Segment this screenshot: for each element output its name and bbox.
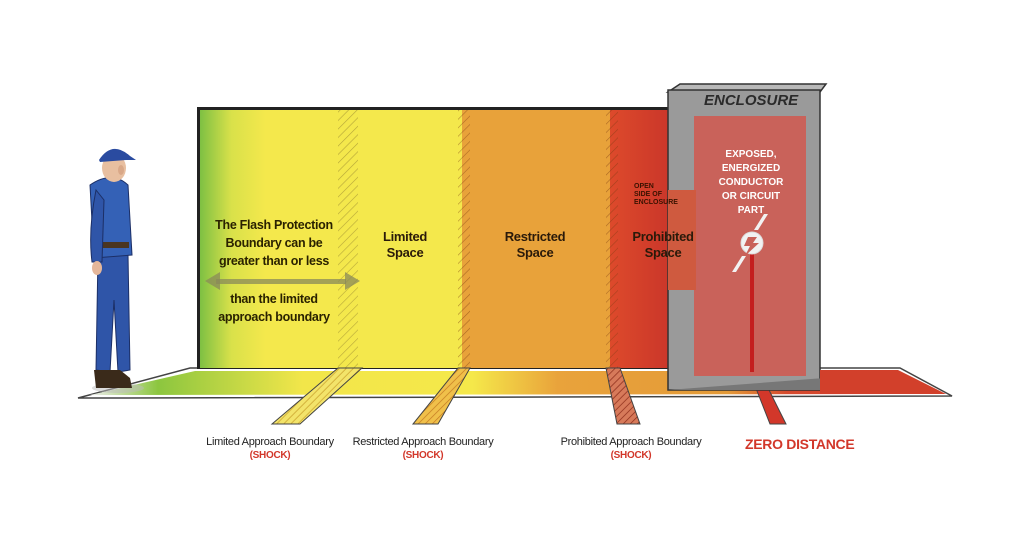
limited-space-label: Limited Space: [360, 229, 450, 261]
enclosure-title: ENCLOSURE: [704, 92, 799, 109]
prohibited-boundary-strip: [606, 110, 618, 368]
flash-text-5: approach boundary: [218, 310, 330, 324]
flash-boundary-note: The Flash Protection Boundary can be gre…: [205, 216, 343, 326]
limited-space-line2: Space: [386, 245, 424, 260]
restricted-boundary-strip: [458, 110, 470, 368]
prohibited-space-line2: Space: [644, 245, 682, 260]
prohibited-approach-boundary-label: Prohibited Approach Boundary (SHOCK): [558, 436, 704, 461]
flash-text-4: than the limited: [230, 292, 318, 306]
open-line2: SIDE OF: [634, 191, 663, 198]
double-arrow-icon: [205, 272, 360, 290]
worker-figure: [89, 148, 144, 393]
conductor-line3: CONDUCTOR: [718, 177, 784, 188]
open-line3: ENCLOSURE: [634, 199, 678, 206]
flash-text-1: The Flash Protection: [215, 218, 333, 232]
enclosure-open-gap: [668, 190, 696, 290]
limited-boundary-strip: [338, 110, 358, 368]
enclosure-base: [668, 378, 824, 390]
open-line1: OPEN: [634, 183, 654, 190]
conductor-line5: PART: [737, 205, 765, 216]
flash-text-3: greater than or less: [218, 254, 330, 268]
restricted-space-label: Restricted Space: [490, 229, 580, 261]
restricted-approach-boundary-label: Restricted Approach Boundary (SHOCK): [350, 436, 496, 461]
restricted-shock-text: (SHOCK): [402, 450, 444, 461]
conductor-line1: EXPOSED,: [725, 149, 777, 160]
prohibited-pointer: [605, 367, 641, 425]
limited-boundary-text: Limited Approach Boundary: [206, 436, 334, 448]
wall-red: [610, 110, 673, 368]
wall-green-yellow: [200, 110, 462, 368]
floor-red-right: [820, 370, 946, 394]
limited-space-line1: Limited: [382, 229, 428, 244]
prohibited-space-label: Prohibited Space: [620, 229, 706, 261]
prohibited-space-line1: Prohibited: [632, 229, 694, 244]
limited-pointer: [270, 367, 364, 425]
limited-shock-text: (SHOCK): [249, 450, 291, 461]
restricted-space-line1: Restricted: [504, 229, 566, 244]
prohibited-shock-text: (SHOCK): [610, 450, 652, 461]
limited-approach-boundary-label: Limited Approach Boundary (SHOCK): [200, 436, 340, 461]
prohibited-boundary-text: Prohibited Approach Boundary: [560, 436, 702, 448]
flash-text-2: Boundary can be: [225, 236, 323, 250]
zero-distance-label: ZERO DISTANCE: [745, 436, 855, 452]
open-side-label: OPEN SIDE OF ENCLOSURE: [634, 183, 678, 207]
conductor-label: EXPOSED, ENERGIZED CONDUCTOR OR CIRCUIT …: [708, 148, 794, 218]
conductor-line2: ENERGIZED: [721, 163, 781, 174]
restricted-boundary-text: Restricted Approach Boundary: [352, 436, 494, 448]
wall-orange: [462, 110, 610, 368]
restricted-pointer: [411, 367, 471, 425]
restricted-space-line2: Space: [516, 245, 554, 260]
conductor-line4: OR CIRCUIT: [721, 191, 781, 202]
